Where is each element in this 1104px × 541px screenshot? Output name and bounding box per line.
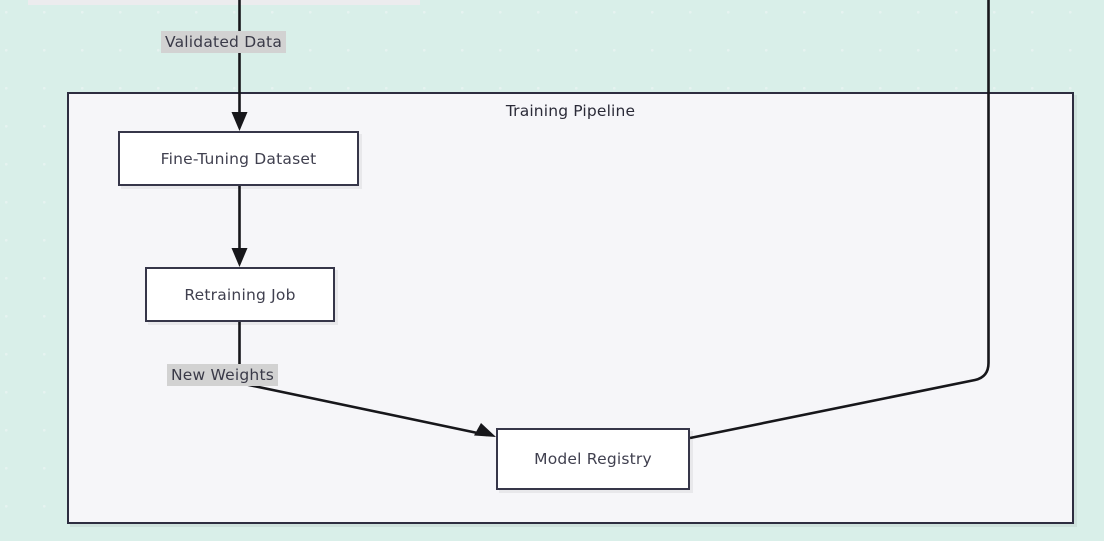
edge-label-validated-data: Validated Data bbox=[161, 31, 287, 53]
offscreen-node-shadow-band bbox=[28, 0, 420, 5]
subgraph-title-label: Training Pipeline bbox=[505, 102, 636, 120]
edge-label-new-weights: New Weights bbox=[167, 364, 279, 386]
node-model-registry-label: Model Registry bbox=[534, 450, 652, 468]
node-fine-tuning-dataset[interactable]: Fine-Tuning Dataset bbox=[118, 131, 359, 186]
node-retraining-job-label: Retraining Job bbox=[184, 285, 296, 304]
node-fine-tuning-dataset-label: Fine-Tuning Dataset bbox=[160, 149, 317, 168]
node-model-registry[interactable]: Model Registry bbox=[496, 428, 690, 490]
node-retraining-job[interactable]: Retraining Job bbox=[145, 267, 335, 322]
